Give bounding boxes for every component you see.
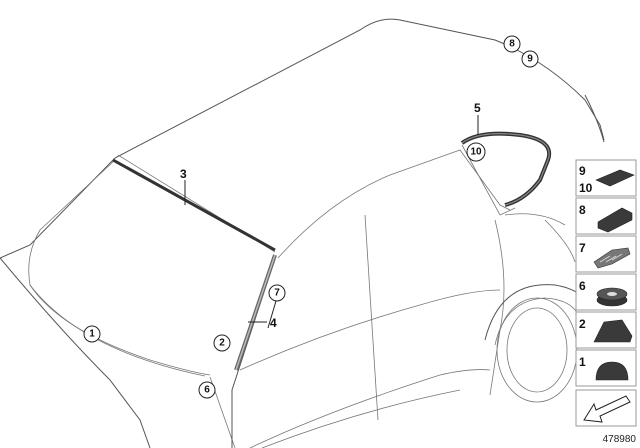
callout-1: 1 [83,325,101,343]
legend-label-2: 2 [579,317,586,331]
arrow-down-left-icon [583,395,631,423]
parts-legend: 9 10 8 7 6 2 [575,159,637,427]
grommet-icon [596,287,628,307]
rubber-block-icon [597,207,633,233]
callout-8-label: 8 [509,39,515,50]
legend-arrow-box [575,389,637,427]
windshield-top-moulding [112,158,276,252]
callout-6: 6 [198,381,216,399]
callout-9-label: 9 [527,54,533,65]
callout-1-label: 1 [89,329,95,340]
legend-item-6: 6 [575,273,637,311]
round-cap-icon [595,361,629,381]
leader-lines [184,115,479,329]
legend-label-8: 8 [579,203,586,217]
legend-item-9-10: 9 10 [575,159,637,197]
legend-label-10: 10 [579,181,593,195]
callout-8: 8 [503,35,521,53]
callout-2: 2 [213,334,231,352]
part-4-label: 4 [270,316,277,330]
part-5-label: 5 [474,101,481,115]
foam-block-pad-icon [595,169,635,187]
legend-item-2: 2 [575,311,637,349]
car-outline [0,18,605,448]
legend-item-7: 7 [575,235,637,273]
callout-6-label: 6 [204,385,210,396]
callout-7-label: 7 [274,288,280,299]
callout-10-label: 10 [470,147,482,158]
legend-item-1: 1 [575,349,637,387]
legend-label-7: 7 [579,241,586,255]
legend-item-8: 8 [575,197,637,235]
callout-10: 10 [466,142,486,162]
callout-2-label: 2 [219,338,225,349]
legend-label-9: 9 [579,164,586,178]
callout-9: 9 [521,50,539,68]
part-3-label: 3 [180,167,187,181]
legend-label-6: 6 [579,279,586,293]
legend-label-1: 1 [579,355,586,369]
seal-parts [112,131,552,371]
document-id: 478980 [603,434,637,445]
callout-7: 7 [268,284,286,302]
end-cap-icon [593,319,633,343]
